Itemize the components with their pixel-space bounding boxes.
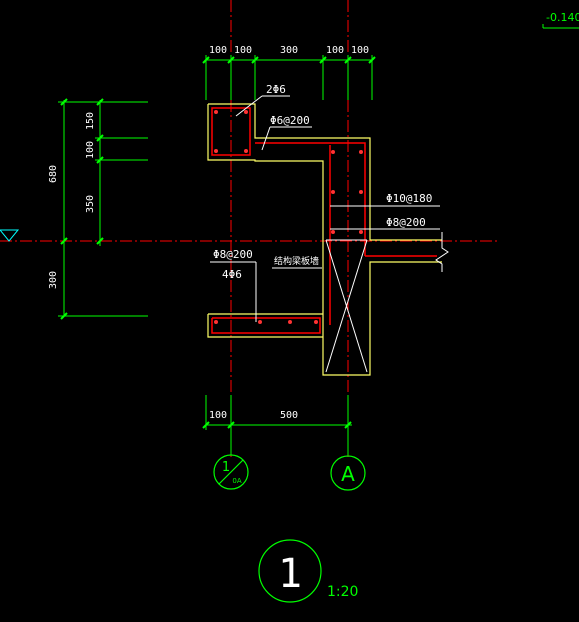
axis-lines [0, 0, 500, 460]
level-triangle-icon [0, 229, 20, 242]
elevation-label: -0.140 [546, 11, 579, 24]
left-dim-seg-3: 350 [85, 195, 96, 213]
wall-cross [325, 239, 368, 373]
label-wall-horizontal: Φ8@200 [386, 216, 426, 229]
axis-bubble-1-label: 1 [222, 460, 230, 475]
break-line-icon [435, 232, 449, 272]
axis-bubbles [213, 454, 366, 603]
detail-number: 1 [278, 551, 302, 597]
left-dim-total: 680 [48, 165, 59, 183]
label-top-stirrup: Φ6@200 [270, 114, 310, 127]
left-dim-labels: 680 150 100 350 300 [48, 112, 96, 289]
axis-bubble-1 [213, 454, 249, 490]
axis-bubble-labels: 1 0A A [222, 460, 355, 486]
rebar-lines [211, 107, 437, 334]
left-dim-seg-1: 150 [85, 112, 96, 130]
bottom-dim-2: 500 [280, 410, 298, 421]
axis-bubble-a [330, 455, 366, 491]
top-dim-2: 100 [234, 45, 252, 56]
top-dim-1: 100 [209, 45, 227, 56]
detail-bubble [258, 539, 322, 603]
detail-scale: 1:20 [327, 584, 358, 600]
leader-lines [210, 95, 440, 322]
section-outline [207, 103, 442, 376]
top-dim-labels: 100 100 300 100 100 [209, 45, 369, 56]
top-dim-3: 300 [280, 45, 298, 56]
axis-bubble-0a-label: 0A [232, 477, 241, 485]
label-bottom-bars: 4Φ6 [222, 268, 242, 281]
top-dim-4: 100 [326, 45, 344, 56]
label-note: 结构梁板墙 [274, 255, 319, 267]
label-top-bars: 2Φ6 [266, 83, 286, 96]
bottom-dim-1: 100 [209, 410, 227, 421]
rebar-text-labels: 2Φ6 Φ6@200 Φ10@180 Φ8@200 Φ8@200 4Φ6 结构梁… [213, 83, 432, 281]
left-dim-lower: 300 [48, 271, 59, 289]
top-dim-5: 100 [351, 45, 369, 56]
axis-bubble-a-label: A [341, 462, 355, 486]
bottom-dim-labels: 100 500 [209, 410, 298, 421]
left-dim-seg-2: 100 [85, 141, 96, 159]
label-wall-vertical: Φ10@180 [386, 192, 432, 205]
rebar-dots [214, 110, 363, 324]
dimension-lines [58, 24, 579, 455]
label-bottom-stirrup: Φ8@200 [213, 248, 253, 261]
